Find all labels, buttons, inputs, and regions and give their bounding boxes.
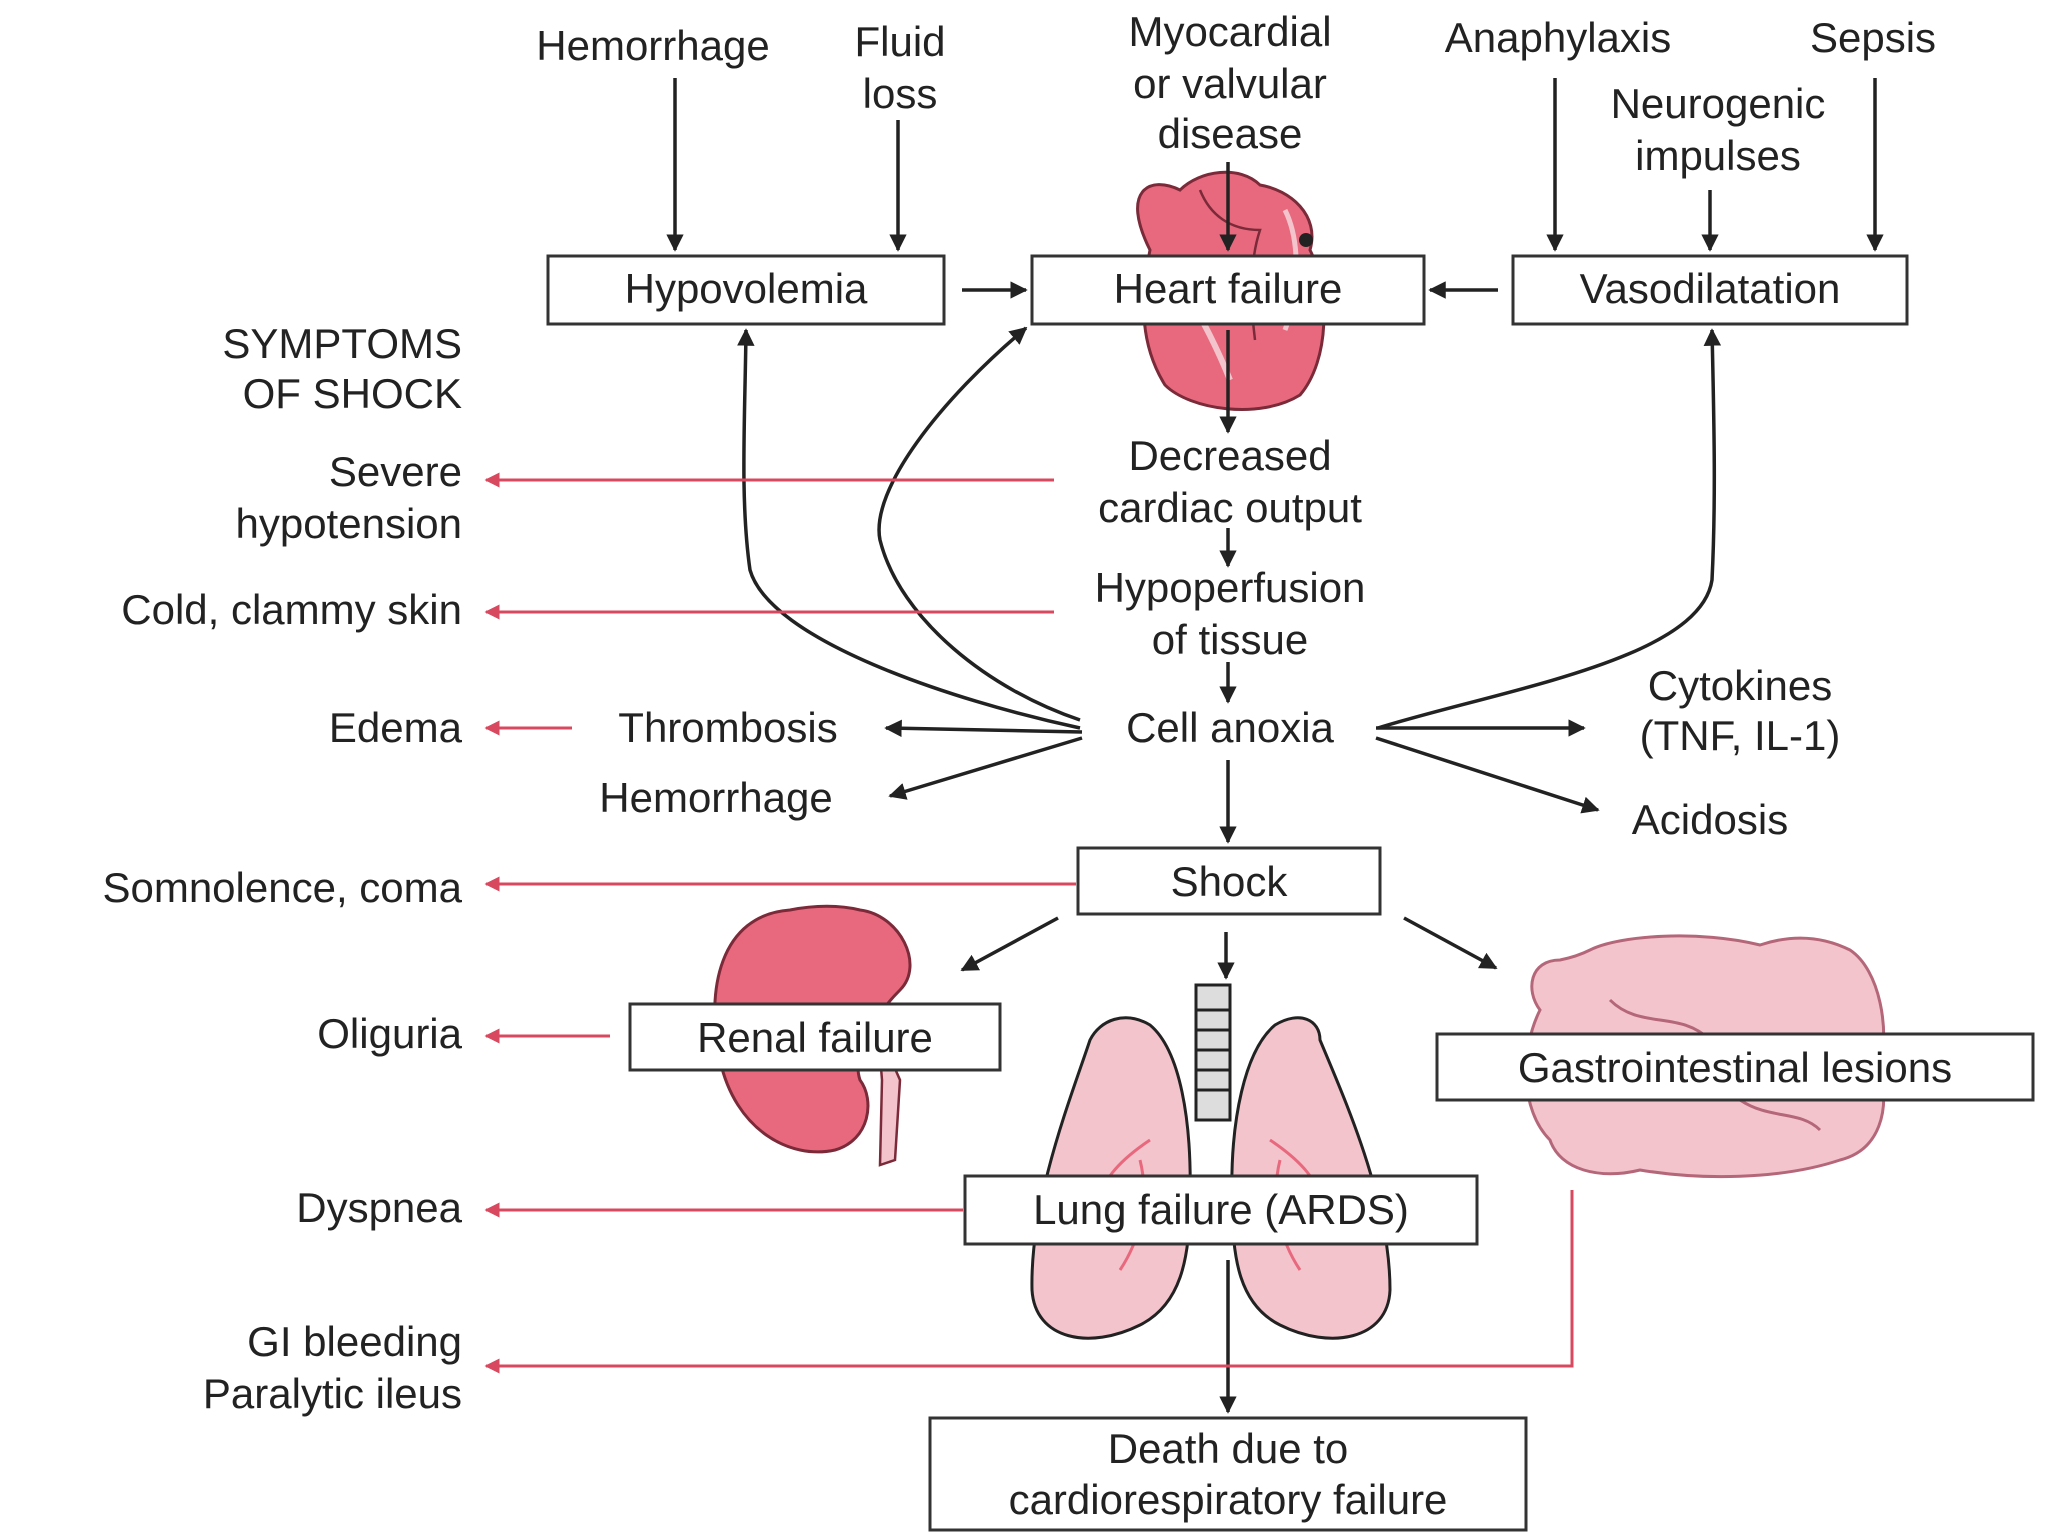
cause-myocardial-line2: or valvular xyxy=(1133,60,1327,107)
decreased-output-line1: Decreased xyxy=(1128,432,1331,479)
hypovolemia-box xyxy=(546,254,946,326)
arrow-anoxia-to-thrombosis xyxy=(884,719,1083,738)
symptoms-heading-line1: SYMPTOMS xyxy=(222,320,462,367)
cell-anoxia-label: Cell anoxia xyxy=(1126,704,1334,751)
thrombosis-label: Thrombosis xyxy=(618,704,837,751)
arrow-shock-to-renal xyxy=(960,916,1059,972)
cause-myocardial-line3: disease xyxy=(1158,110,1303,157)
symptom-edema: Edema xyxy=(329,704,463,751)
symptom-oliguria: Oliguria xyxy=(317,1010,462,1057)
cause-fluid-loss-line1: Fluid xyxy=(854,18,945,65)
line-to-gi-bleeding xyxy=(484,1190,1574,1374)
symptom-hypotension-line2: hypotension xyxy=(235,500,462,547)
hypoperfusion-line1: Hypoperfusion xyxy=(1095,564,1366,611)
symptom-cold-skin: Cold, clammy skin xyxy=(121,586,462,633)
death-label-line1: Death due to xyxy=(1108,1425,1349,1472)
lung-failure-box xyxy=(963,1174,1479,1246)
gi-lesions-label: Gastrointestinal lesions xyxy=(1518,1044,1952,1091)
death-label-line2: cardiorespiratory failure xyxy=(1009,1476,1448,1523)
vasodilatation-box xyxy=(1511,254,1909,326)
hemorrhage-process-label: Hemorrhage xyxy=(599,774,832,821)
hypovolemia-label: Hypovolemia xyxy=(625,265,868,312)
renal-failure-label: Renal failure xyxy=(697,1014,933,1061)
symptom-somnolence: Somnolence, coma xyxy=(102,864,462,911)
cause-neurogenic-line1: Neurogenic xyxy=(1611,80,1826,127)
symptom-gi-line1: GI bleeding xyxy=(247,1318,462,1365)
cause-fluid-loss-line2: loss xyxy=(863,70,938,117)
cytokines-line2: (TNF, IL-1) xyxy=(1640,712,1841,759)
cause-myocardial-line1: Myocardial xyxy=(1128,8,1331,55)
arrow-anoxia-to-hemorrhage xyxy=(888,736,1083,800)
renal-failure-box xyxy=(628,1002,1002,1072)
vasodilatation-label: Vasodilatation xyxy=(1580,265,1841,312)
heart-failure-label: Heart failure xyxy=(1114,265,1343,312)
shock-label: Shock xyxy=(1171,858,1289,905)
shock-box xyxy=(1076,846,1382,916)
causal-arrows xyxy=(666,78,1884,1414)
cytokines-line1: Cytokines xyxy=(1648,662,1832,709)
arrow-anoxia-to-vasodilatation xyxy=(1377,328,1722,730)
symptom-hypotension-line1: Severe xyxy=(329,448,462,495)
heart-failure-box xyxy=(1030,254,1426,326)
cause-hemorrhage: Hemorrhage xyxy=(536,22,769,69)
cause-anaphylaxis: Anaphylaxis xyxy=(1445,14,1671,61)
symptom-dyspnea: Dyspnea xyxy=(296,1184,462,1231)
arrow-anoxia-to-hypovolemia xyxy=(737,328,1081,730)
acidosis-label: Acidosis xyxy=(1632,796,1788,843)
hypoperfusion-line2: of tissue xyxy=(1152,616,1308,663)
cause-sepsis: Sepsis xyxy=(1810,14,1936,61)
arrow-anoxia-to-acidosis xyxy=(1375,736,1600,814)
symptoms-heading-line2: OF SHOCK xyxy=(243,370,462,417)
lung-failure-label: Lung failure (ARDS) xyxy=(1033,1186,1409,1233)
arrow-shock-to-gi xyxy=(1403,916,1498,970)
decreased-output-line2: cardiac output xyxy=(1098,484,1362,531)
symptom-lines xyxy=(484,472,1574,1374)
death-box xyxy=(928,1416,1528,1532)
symptom-gi-line2: Paralytic ileus xyxy=(203,1370,462,1417)
lungs-icon xyxy=(1030,983,1392,1340)
gi-lesions-box xyxy=(1435,1032,2035,1102)
cause-neurogenic-line2: impulses xyxy=(1635,132,1801,179)
arrow-anoxia-to-heart-failure xyxy=(877,326,1081,722)
